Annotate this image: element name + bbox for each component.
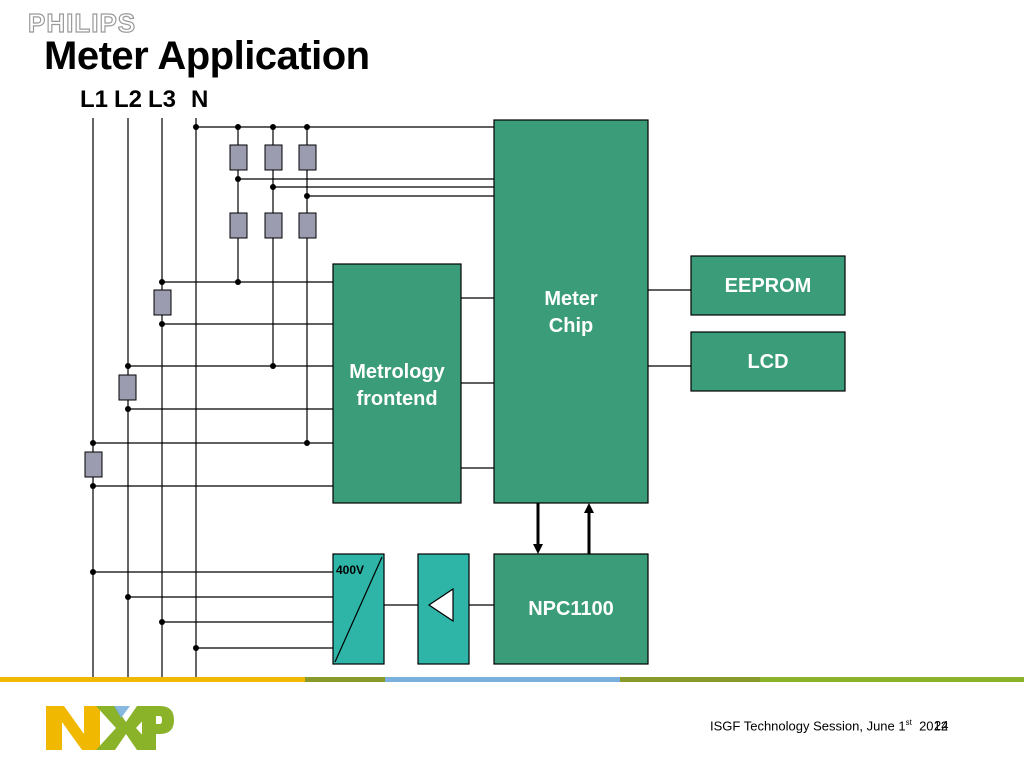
resistor-mid-3 [298, 212, 317, 239]
resistor-mid-2 [264, 212, 283, 239]
npc-label: NPC1100 [528, 598, 614, 620]
resistor-top-1 [229, 144, 248, 171]
resistor-l3 [153, 289, 172, 316]
arrow-up-head [584, 503, 594, 513]
eeprom-label: EEPROM [724, 275, 812, 297]
nxp-logo [46, 706, 174, 750]
line-label-n: N [191, 86, 209, 113]
chip-npc-arrows [536, 503, 591, 554]
resistor-mid-1 [229, 212, 248, 239]
resistors [84, 144, 317, 478]
resistor-top-3 [298, 144, 317, 171]
line-label-l1: L1 [80, 86, 109, 113]
footer-text-sup: st [905, 718, 912, 727]
meter-chip-block [493, 119, 649, 504]
eeprom-block [690, 255, 846, 316]
psu-voltage-label: 400V [336, 563, 365, 577]
footer-text: ISGF Technology Session, June 1st 2012 [710, 718, 948, 733]
resistor-top-2 [264, 144, 283, 171]
page-number: 24 [934, 718, 949, 733]
lcd-block [690, 331, 846, 392]
amplifier-triangle-icon [427, 587, 454, 623]
meter-chip-label: Meter Chip [544, 288, 598, 337]
junction-dots [90, 124, 310, 651]
line-label-l2: L2 [114, 86, 143, 113]
metrology-block [332, 263, 462, 504]
npc-block [493, 553, 649, 665]
lcd-label: LCD [747, 351, 789, 373]
metrology-label: Metrology frontend [349, 361, 445, 410]
footer-year: 2012 [919, 718, 948, 734]
resistor-l2 [118, 374, 137, 401]
footer-color-bar [0, 677, 1024, 682]
arrow-down-head [533, 544, 543, 554]
page-title: Meter Application [44, 34, 370, 78]
footer-text-main: ISGF Technology Session, June 1 [710, 718, 906, 734]
line-label-l3: L3 [148, 86, 177, 113]
power-supply-diagonal [334, 556, 383, 663]
resistor-l1 [84, 451, 103, 478]
philips-logo: PHILIPS [27, 7, 137, 38]
